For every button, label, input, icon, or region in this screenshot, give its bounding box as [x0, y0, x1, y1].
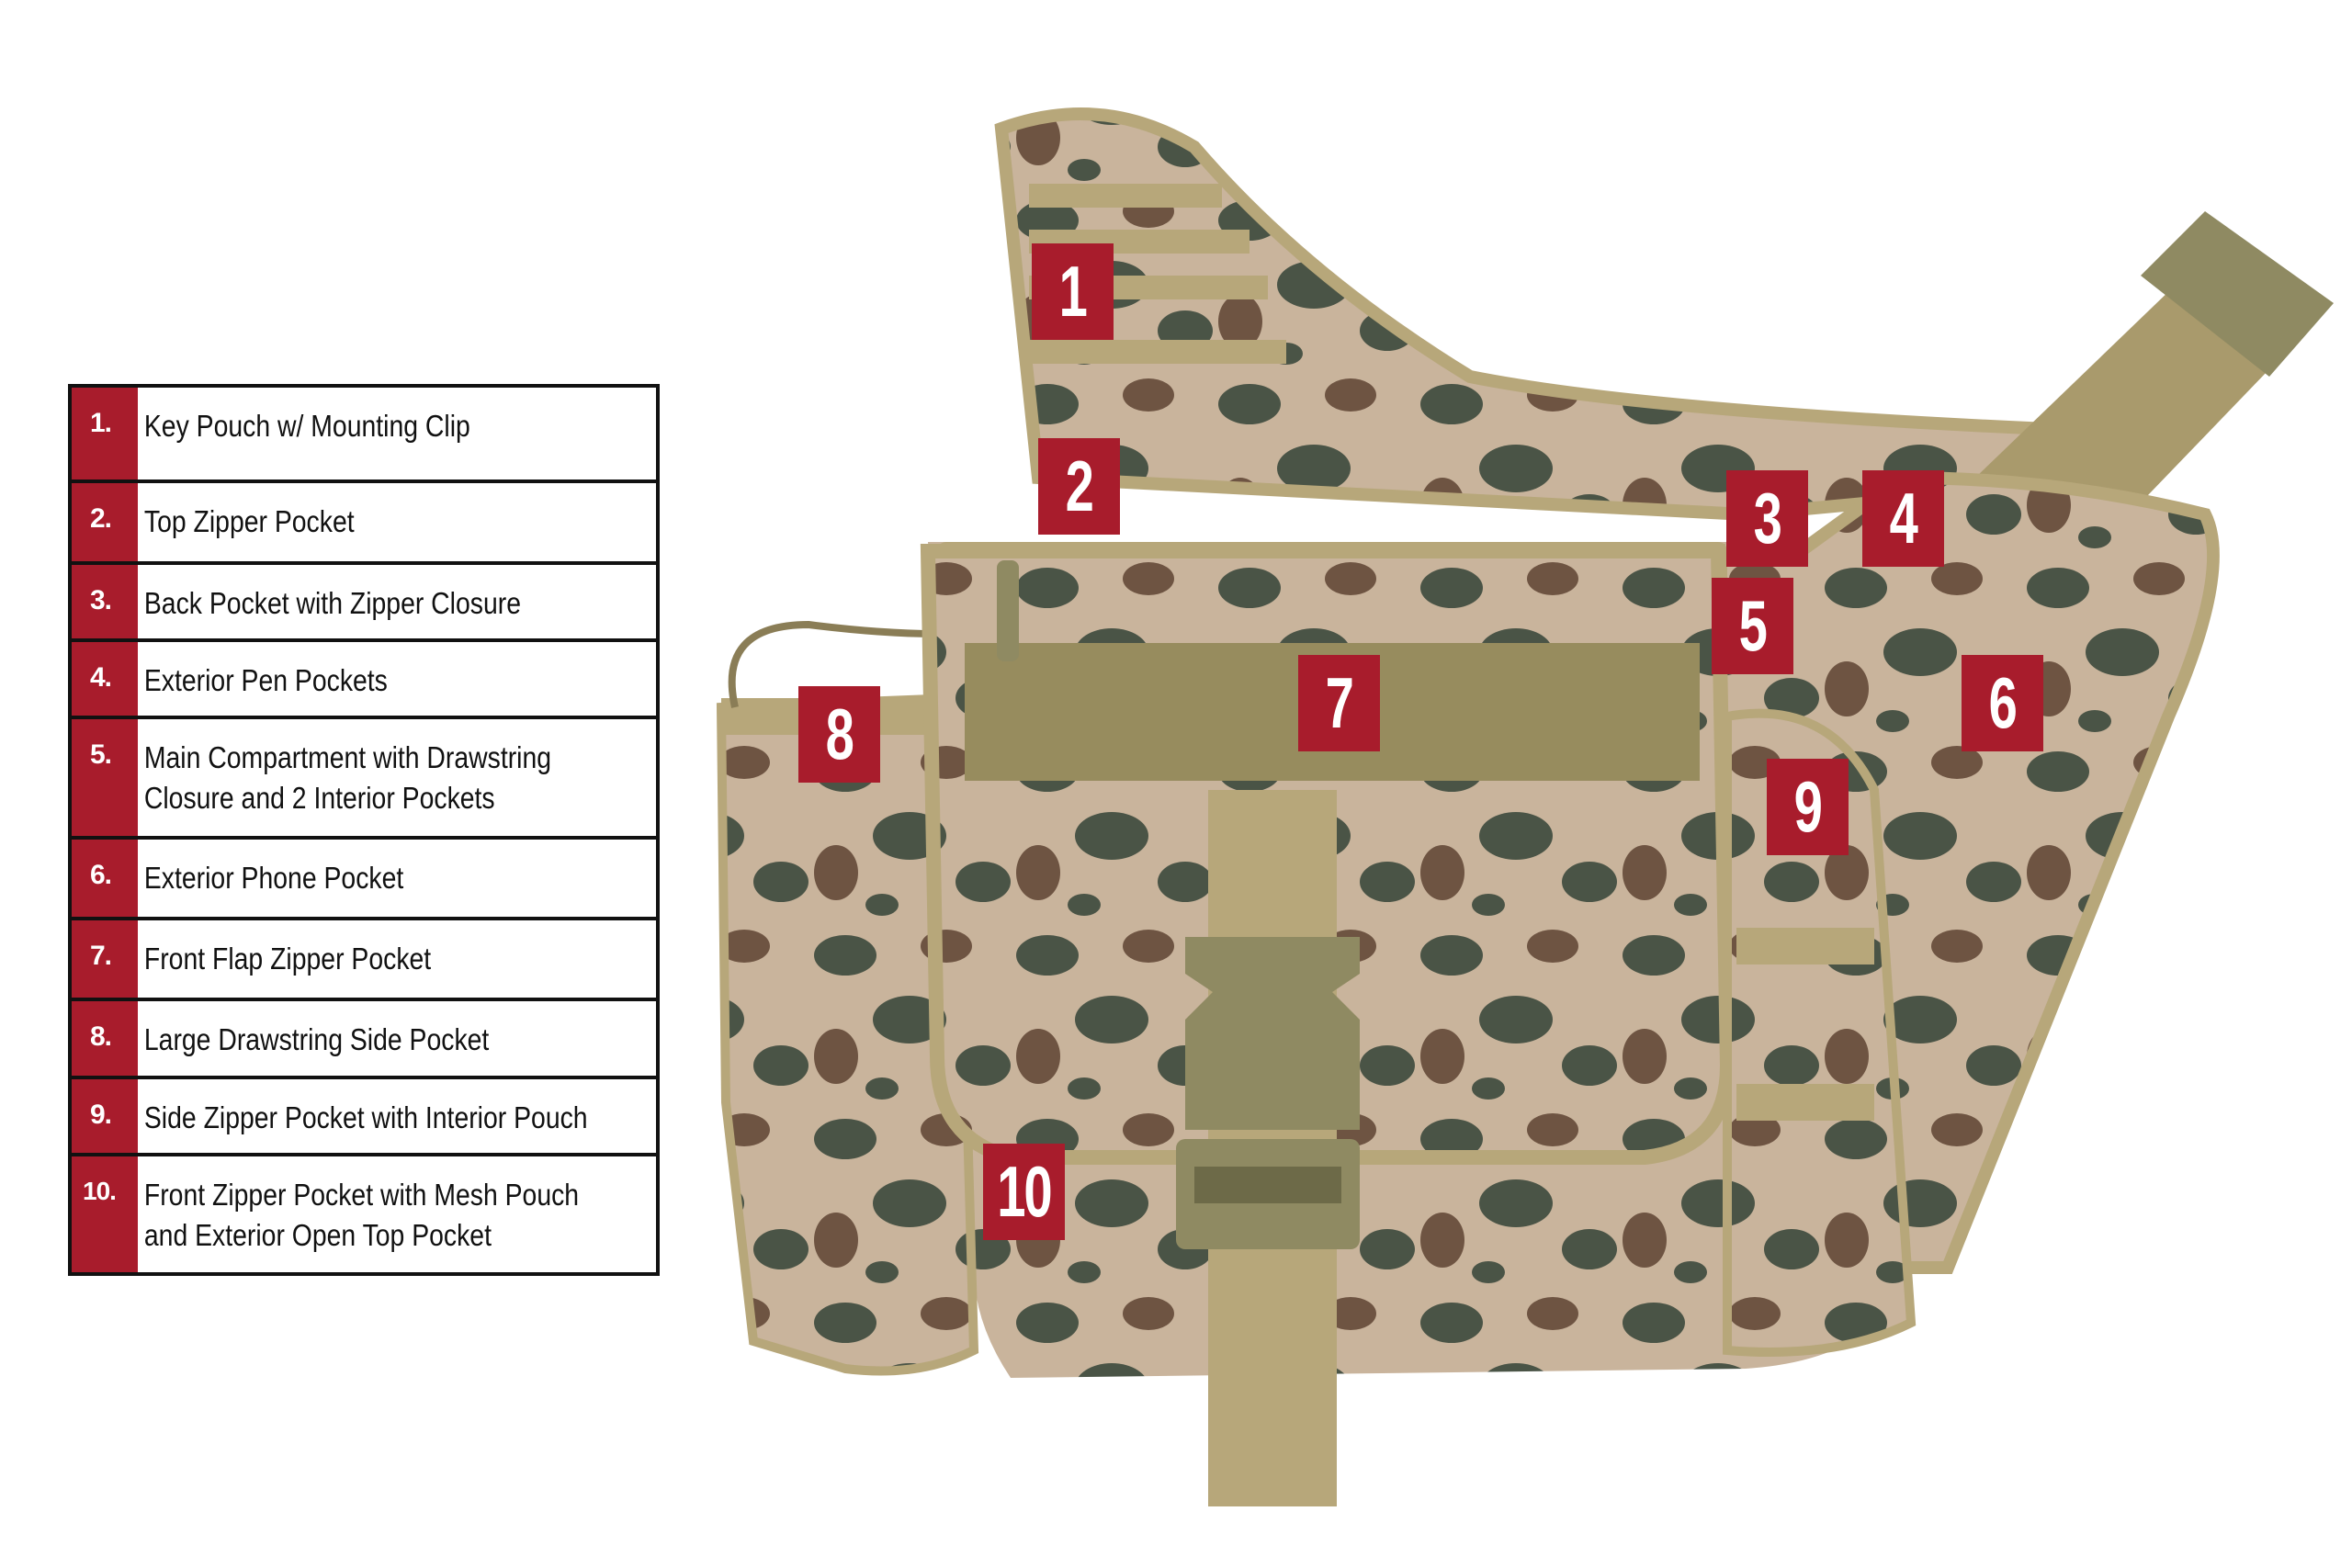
legend-row-8: 8. Large Drawstring Side Pocket	[72, 998, 656, 1076]
legend-number: 5.	[72, 719, 138, 836]
legend-number: 7.	[72, 920, 138, 998]
legend-row-2: 2. Top Zipper Pocket	[72, 479, 656, 561]
legend-label-line-2: and Exterior Open Top Pocket	[143, 1218, 492, 1252]
legend-number: 4.	[72, 642, 138, 716]
legend-row-5: 5. Main Compartment with Drawstring Clos…	[72, 716, 656, 836]
legend-label: Back Pocket with Zipper Closure	[143, 586, 521, 620]
marker-6: 6	[1962, 655, 2043, 751]
legend-row-7: 7. Front Flap Zipper Pocket	[72, 917, 656, 998]
legend-number: 6.	[72, 840, 138, 917]
legend-label-line-1: Front Zipper Pocket with Mesh Pouch	[143, 1178, 580, 1212]
marker-5: 5	[1712, 578, 1793, 674]
legend-row-10: 10. Front Zipper Pocket with Mesh Pouch …	[72, 1153, 656, 1272]
legend-label: Exterior Phone Pocket	[143, 861, 404, 895]
legend-label: Front Zipper Pocket with Mesh Pouch and …	[138, 1156, 583, 1272]
marker-2: 2	[1038, 438, 1120, 535]
legend-label: Side Zipper Pocket with Interior Pouch	[143, 1100, 588, 1134]
marker-3: 3	[1726, 470, 1808, 567]
legend-number: 2.	[72, 483, 138, 561]
legend-label-line-2: Closure and 2 Interior Pockets	[143, 781, 495, 815]
legend-number: 8.	[72, 1001, 138, 1076]
marker-10: 10	[983, 1144, 1065, 1240]
legend-row-3: 3. Back Pocket with Zipper Closure	[72, 561, 656, 638]
features-legend-table: 1. Key Pouch w/ Mounting Clip 2. Top Zip…	[68, 384, 660, 1276]
legend-label: Main Compartment with Drawstring Closure…	[138, 719, 583, 836]
marker-4: 4	[1862, 470, 1944, 567]
marker-8: 8	[798, 686, 880, 783]
legend-label: Front Flap Zipper Pocket	[143, 942, 432, 976]
legend-number: 10.	[72, 1156, 138, 1272]
legend-number: 9.	[72, 1079, 138, 1153]
marker-9: 9	[1767, 759, 1849, 855]
legend-row-4: 4. Exterior Pen Pockets	[72, 638, 656, 716]
legend-label-line-1: Main Compartment with Drawstring	[143, 740, 552, 774]
marker-1: 1	[1032, 243, 1114, 340]
legend-row-6: 6. Exterior Phone Pocket	[72, 836, 656, 917]
legend-label: Exterior Pen Pockets	[143, 663, 388, 697]
legend-number: 1.	[72, 388, 138, 479]
legend-label: Key Pouch w/ Mounting Clip	[143, 409, 470, 443]
legend-row-1: 1. Key Pouch w/ Mounting Clip	[72, 388, 656, 479]
marker-7: 7	[1298, 655, 1380, 751]
legend-label: Top Zipper Pocket	[143, 504, 355, 538]
legend-number: 3.	[72, 565, 138, 638]
legend-label: Large Drawstring Side Pocket	[143, 1022, 490, 1056]
legend-row-9: 9. Side Zipper Pocket with Interior Pouc…	[72, 1076, 656, 1153]
